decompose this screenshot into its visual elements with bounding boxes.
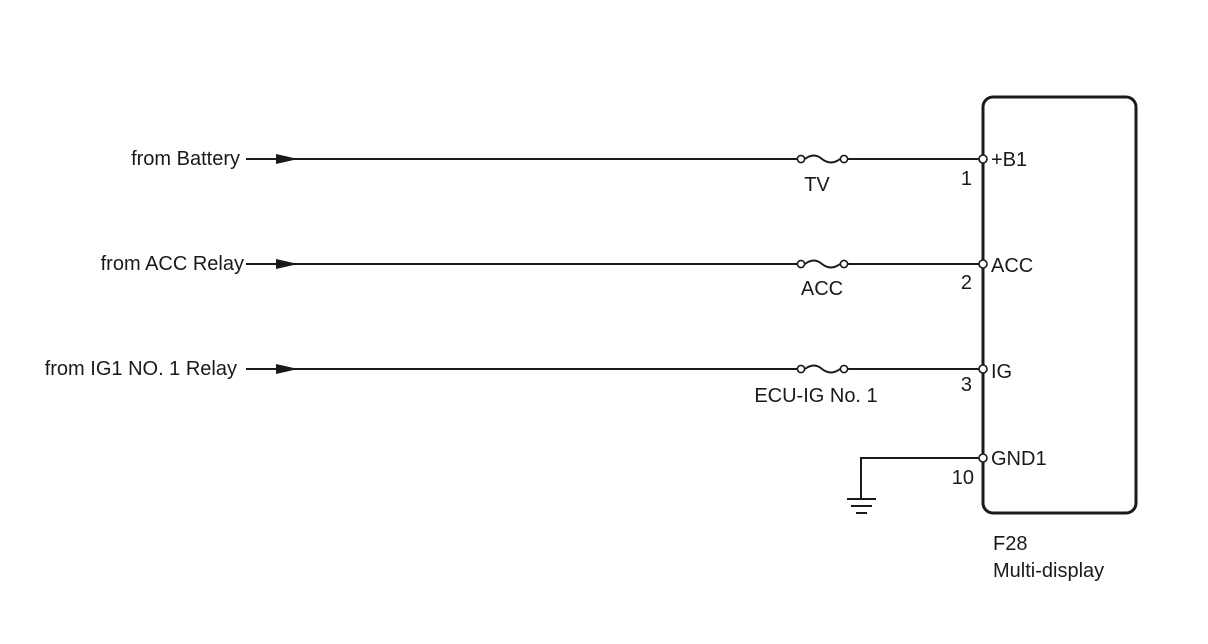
terminal-icon [978, 364, 988, 374]
multi-display-box [981, 95, 1138, 515]
circuit-row-acc: from ACC Relay ACC 2 ACC [101, 253, 1034, 300]
terminal-label-acc: ACC [991, 255, 1033, 277]
fuse-label-acc: ACC [801, 278, 843, 300]
circuit-row-battery: from Battery TV 1 +B1 [131, 148, 1027, 196]
terminal-icon [978, 259, 988, 269]
arrow-ig-icon [276, 364, 298, 374]
terminal-icon [978, 453, 988, 463]
terminal-icon [978, 154, 988, 164]
terminal-label-b1: +B1 [991, 149, 1027, 171]
pin-number-3: 3 [961, 374, 972, 396]
source-label-acc-relay: from ACC Relay [101, 253, 244, 275]
source-label-ig1-relay: from IG1 NO. 1 Relay [45, 358, 237, 380]
component-name: Multi-display [993, 560, 1104, 582]
fuse-icon [796, 154, 849, 164]
fuse-label-ecu-ig: ECU-IG No. 1 [754, 385, 877, 407]
fuse-icon [796, 259, 849, 269]
circuit-row-ground: 10 GND1 [847, 448, 1047, 514]
pin-number-10: 10 [952, 467, 974, 489]
arrow-battery-icon [276, 154, 298, 164]
pin-number-2: 2 [961, 272, 972, 294]
pin-number-1: 1 [961, 168, 972, 190]
terminal-label-gnd1: GND1 [991, 448, 1047, 470]
circuit-row-ig: from IG1 NO. 1 Relay ECU-IG No. 1 3 IG [45, 358, 1012, 407]
source-label-battery: from Battery [131, 148, 240, 170]
fuse-icon [796, 364, 849, 374]
terminal-label-ig: IG [991, 361, 1012, 383]
arrow-acc-icon [276, 259, 298, 269]
fuse-label-tv: TV [804, 174, 830, 196]
component-code: F28 [993, 533, 1027, 555]
ground-icon [847, 498, 876, 514]
